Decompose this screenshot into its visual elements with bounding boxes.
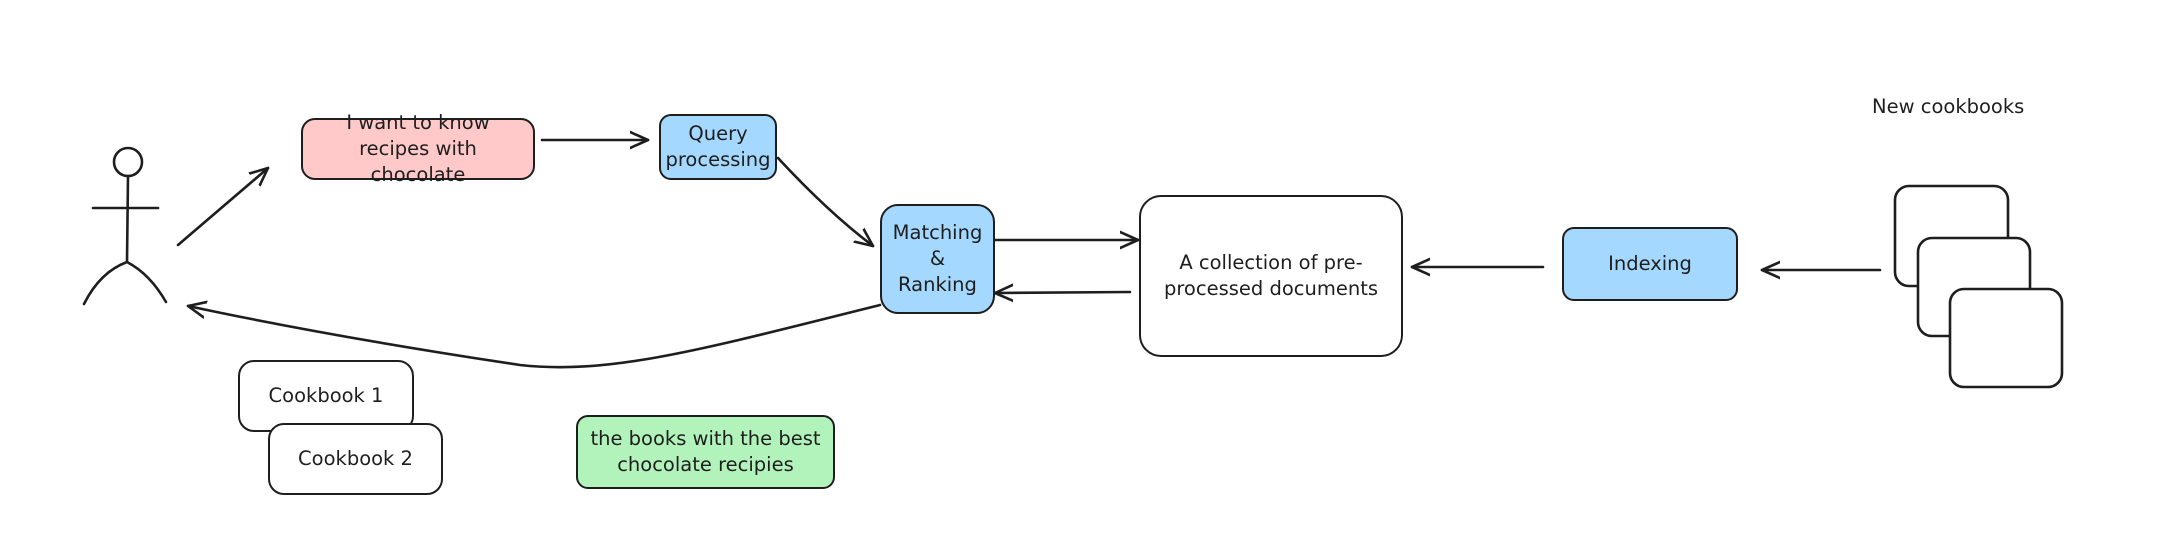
matching-ranking-label: Matching & Ranking: [892, 221, 983, 296]
collection-label: A collection of pre- processed documents: [1163, 251, 1379, 300]
arrow-processing-to-matching: [776, 156, 875, 248]
cookbook-1-label: Cookbook 1: [268, 384, 384, 407]
user-query-label: I want to know recipes with chocolate: [346, 111, 490, 186]
query-processing-label: Query processing: [665, 122, 771, 171]
arrow-matching-to-user: [186, 305, 882, 369]
arrow-collection-to-matching: [993, 292, 1132, 293]
matching-ranking-box: Matching & Ranking: [880, 204, 995, 314]
arrow-user-to-query: [176, 166, 270, 247]
collection-box: A collection of pre- processed documents: [1139, 195, 1403, 357]
stick-figure-icon: [82, 146, 168, 306]
cookbook-1-box: Cookbook 1: [238, 360, 414, 432]
query-processing-box: Query processing: [659, 114, 777, 180]
result-label: the books with the best chocolate recipi…: [590, 427, 821, 476]
indexing-label: Indexing: [1608, 252, 1692, 275]
cookbook-2-label: Cookbook 2: [298, 447, 413, 470]
new-cookbooks-label: New cookbooks: [1872, 95, 2025, 118]
cookbook-2-box: Cookbook 2: [268, 423, 443, 495]
document-stack-icon: [1893, 184, 2064, 389]
stack-document-3: [1948, 287, 2064, 389]
user-query-box: I want to know recipes with chocolate: [301, 111, 535, 186]
indexing-box: Indexing: [1562, 227, 1738, 301]
result-box: the books with the best chocolate recipi…: [576, 415, 835, 489]
